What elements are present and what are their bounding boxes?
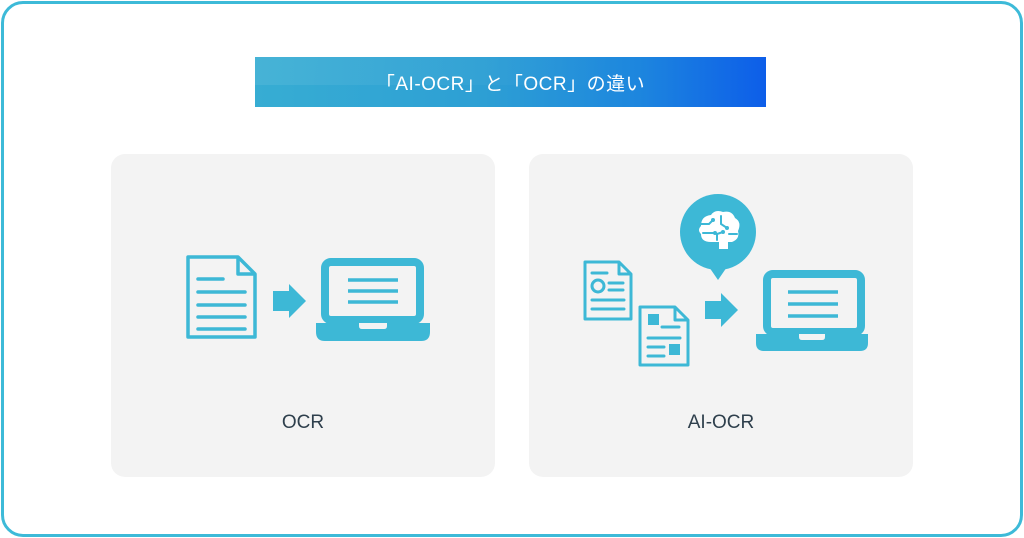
arrow-right-icon <box>273 284 306 318</box>
id-document-icon <box>583 260 633 321</box>
ocr-illustration <box>186 255 430 341</box>
ocr-panel: OCR <box>111 154 495 477</box>
document-icon <box>186 255 257 339</box>
ai-brain-bubble-icon <box>680 194 756 280</box>
ai-ocr-panel: AI-OCR <box>529 154 913 477</box>
laptop-icon <box>316 258 430 341</box>
laptop-icon <box>756 270 868 351</box>
diagram-title: 「AI-OCR」と「OCR」の違い <box>375 73 646 95</box>
ocr-label: OCR <box>281 412 325 433</box>
ai-ocr-illustration <box>583 194 868 367</box>
ai-ocr-label: AI-OCR <box>687 412 755 433</box>
form-document-icon <box>638 305 690 367</box>
arrow-right-icon <box>705 293 738 327</box>
brain-icon <box>699 211 740 249</box>
title-banner: 「AI-OCR」と「OCR」の違い <box>255 57 766 107</box>
